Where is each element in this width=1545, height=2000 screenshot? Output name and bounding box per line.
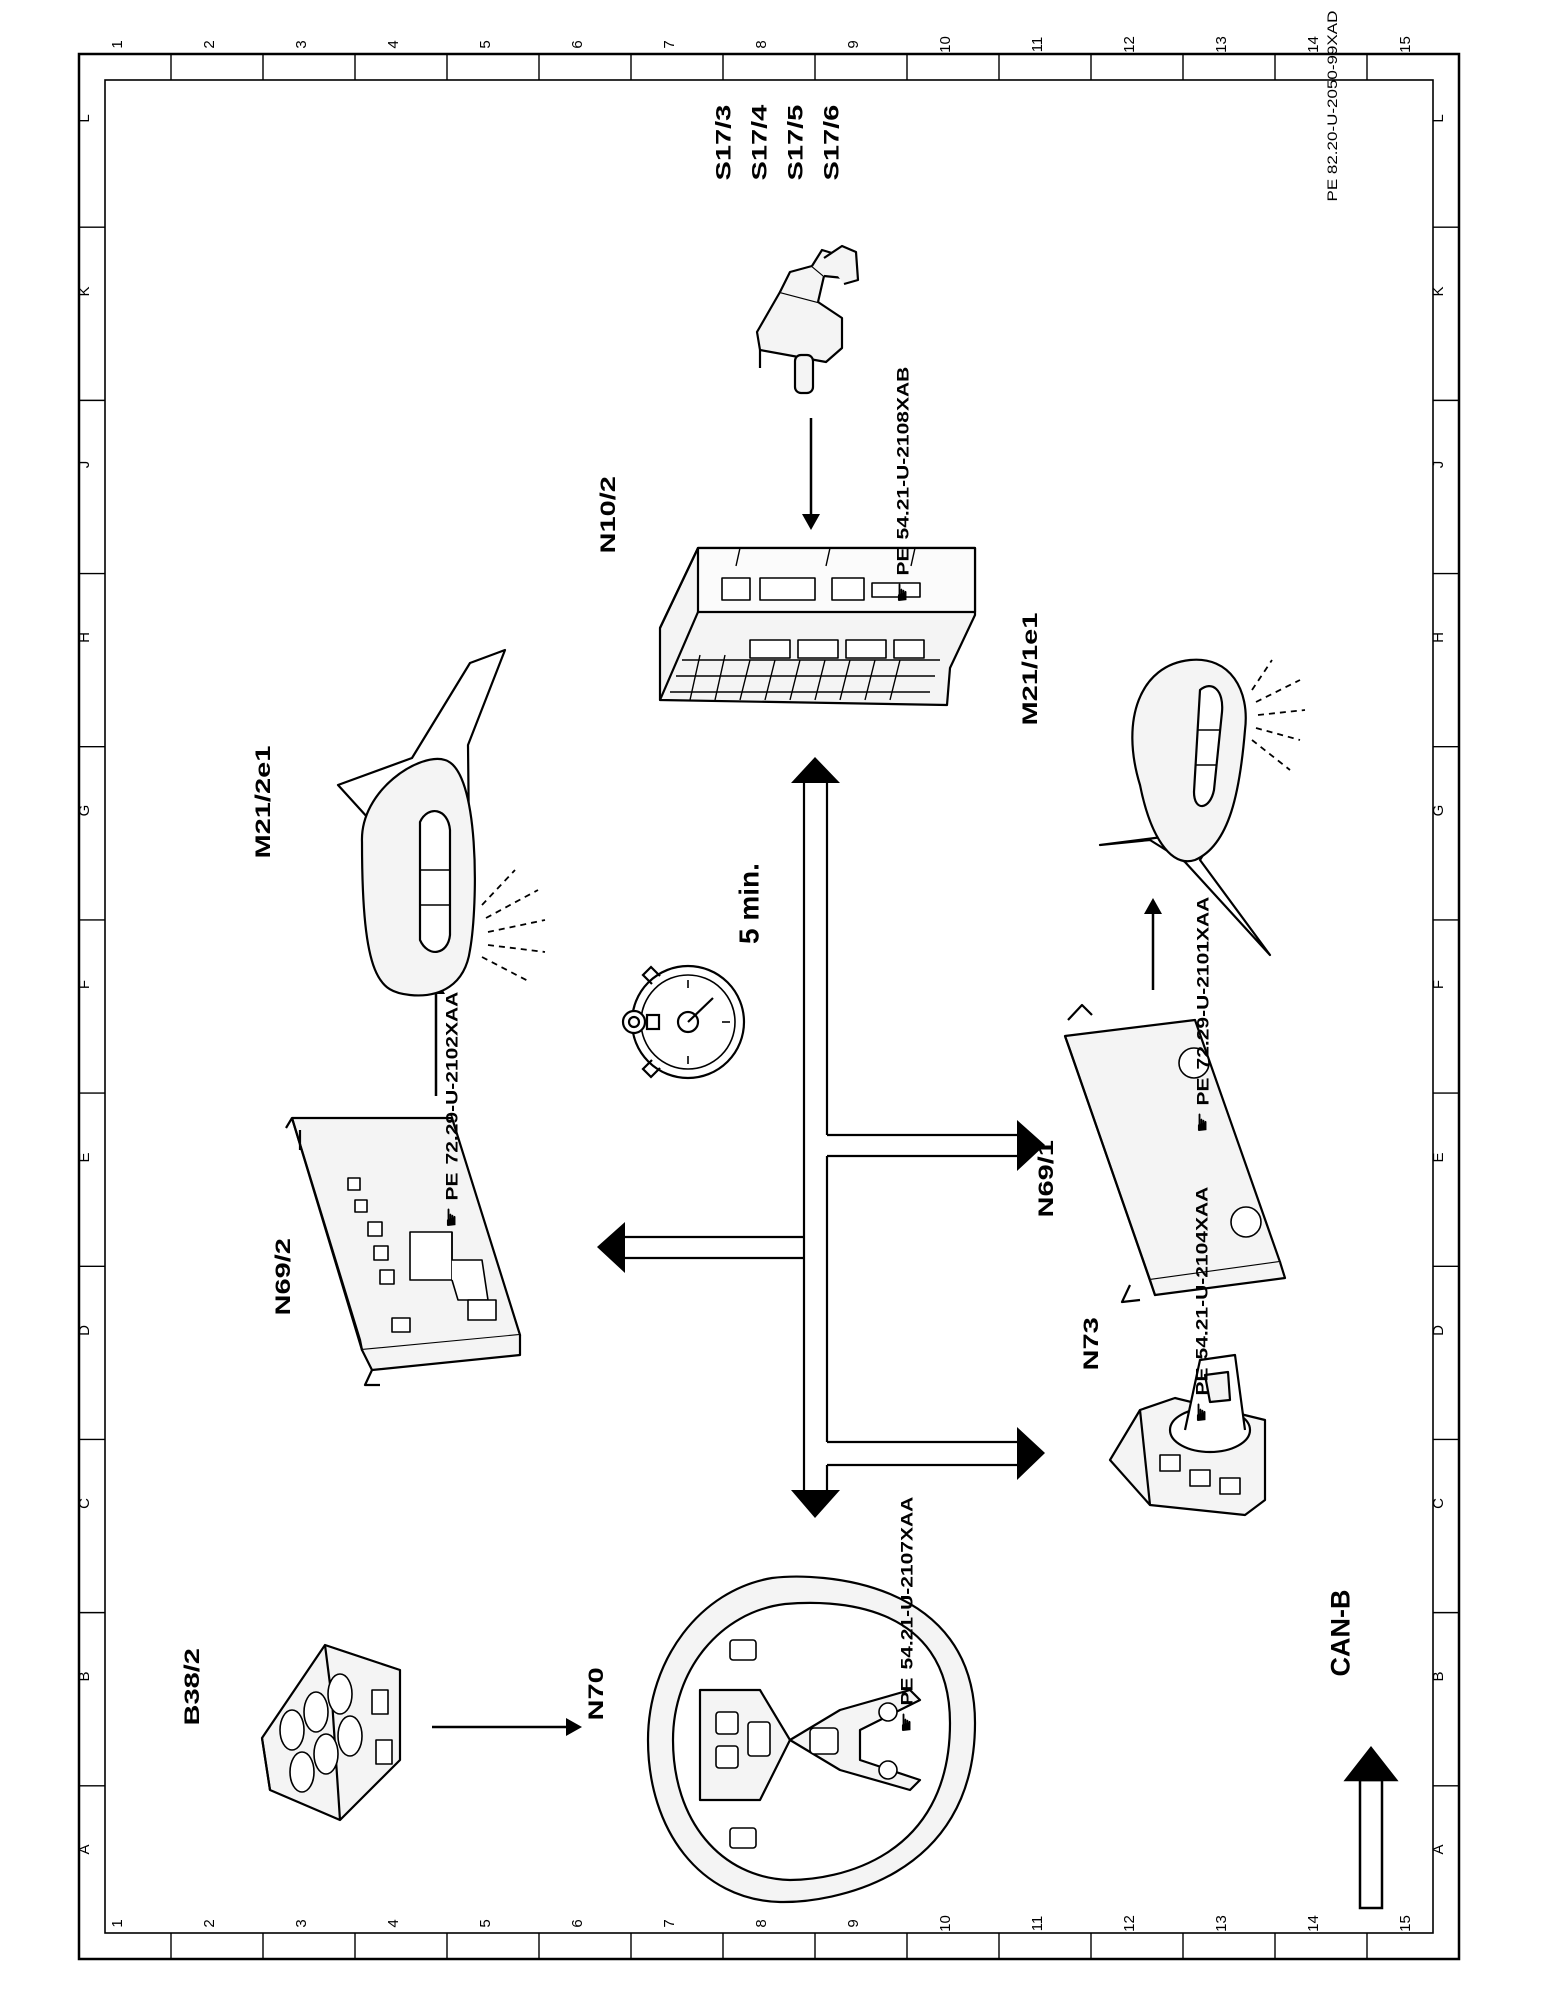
- grid-row-label: 13: [1213, 36, 1230, 53]
- label-n73: N73: [1079, 1317, 1103, 1371]
- grid-row-label: 5: [477, 1919, 494, 1928]
- grid-row-label: 2: [201, 40, 218, 49]
- grid-column-label: B: [1430, 1671, 1447, 1682]
- grid-row-label: 11: [1029, 1915, 1046, 1932]
- arrowhead-down: [791, 1490, 840, 1518]
- can-b-legend-arrow: [1343, 1745, 1399, 1910]
- grid-row-label: 1: [109, 1919, 126, 1928]
- grid-column-label: A: [1430, 1844, 1447, 1855]
- ref-n69-2: ☛PE72.29-U-2102XAA: [441, 991, 463, 1228]
- label-s17-4: S17/4: [748, 104, 772, 181]
- grid-row-label: 12: [1121, 36, 1138, 53]
- grid-column-label: C: [76, 1498, 93, 1509]
- n69-2-door-module: [285, 1116, 522, 1387]
- grid-column-label: F: [1430, 979, 1447, 989]
- grid-column-label: B: [76, 1671, 93, 1682]
- arrowhead-right-n73: [1017, 1427, 1045, 1480]
- label-m21-2e1: M21/2e1: [252, 745, 276, 859]
- n70-overhead-panel: [646, 1575, 977, 1904]
- grid-column-label: D: [1430, 1324, 1447, 1336]
- pointing-hand-icon: ☛: [896, 1711, 918, 1733]
- m21-2e1-mirror: [336, 648, 546, 997]
- grid-column-label: H: [1430, 632, 1447, 644]
- grid-column-label: G: [76, 804, 93, 817]
- ref-n73: ☛PE54.21-U-2104XAA: [1191, 1186, 1213, 1423]
- grid-column-label: E: [1430, 1152, 1447, 1163]
- grid-row-label: 14: [1305, 36, 1322, 53]
- s17-door-switch: [755, 244, 860, 395]
- grid-row-label: 13: [1213, 1915, 1230, 1932]
- grid-row-label: 10: [937, 1915, 954, 1932]
- grid-column-label: F: [76, 979, 93, 989]
- grid-row-label: 3: [293, 1919, 310, 1928]
- n73-ignition-switch: [1108, 1353, 1267, 1517]
- grid-column-label: J: [76, 460, 93, 469]
- b38-2-rain-light-sensor: [260, 1643, 402, 1822]
- grid-row-label: 4: [385, 40, 402, 49]
- grid-row-label: 15: [1397, 1915, 1414, 1932]
- grid-row-label: 6: [569, 40, 586, 49]
- timer-label: 5 min.: [733, 863, 765, 944]
- document-reference: PE 82.20-U-2050-99XAD: [1324, 10, 1341, 202]
- grid-row-label: 8: [753, 1919, 770, 1928]
- pointing-hand-icon: ☛: [1191, 1401, 1213, 1423]
- grid-ticks: [79, 54, 1459, 1959]
- arrowhead-up: [791, 757, 840, 783]
- grid-row-label: 9: [845, 1919, 862, 1928]
- grid-column-label: G: [1430, 804, 1447, 817]
- n69-1-door-module: [1063, 1003, 1287, 1304]
- grid-row-label: 7: [661, 40, 678, 49]
- label-n69-1: N69/1: [1034, 1140, 1058, 1218]
- stopwatch-icon: [621, 964, 746, 1080]
- grid-row-label: 2: [201, 1919, 218, 1928]
- label-s17-5: S17/5: [784, 104, 808, 181]
- grid-row-label: 1: [109, 40, 126, 49]
- grid-row-label: 3: [293, 40, 310, 49]
- ref-n10-2: ☛PE54.21-U-2108XAB: [892, 366, 914, 603]
- grid-row-label: 10: [937, 36, 954, 53]
- grid-row-label: 6: [569, 1919, 586, 1928]
- drawing-frame: [77, 52, 1461, 1961]
- label-m21-1e1: M21/1e1: [1019, 612, 1043, 726]
- grid-row-label: 9: [845, 40, 862, 49]
- grid-row-label: 7: [661, 1919, 678, 1928]
- pointing-hand-icon: ☛: [892, 581, 914, 603]
- grid-row-label: 12: [1121, 1915, 1138, 1932]
- label-n69-2: N69/2: [271, 1238, 295, 1316]
- pointing-hand-icon: ☛: [441, 1206, 463, 1228]
- pointing-hand-icon: ☛: [1192, 1111, 1214, 1133]
- ref-n70: ☛PE54.21-U-2107XAA: [896, 1496, 918, 1733]
- can-bus-arrowheads: [597, 757, 1045, 1518]
- ref-n69-1: ☛PE72.29-U-2101XAA: [1192, 896, 1214, 1133]
- m21-1e1-mirror: [1098, 658, 1306, 957]
- grid-row-label: 8: [753, 40, 770, 49]
- grid-column-label: E: [76, 1152, 93, 1163]
- grid-row-label: 5: [477, 40, 494, 49]
- legend-can-b: CAN-B: [1325, 1589, 1356, 1677]
- grid-column-label: K: [76, 286, 93, 297]
- arrowhead-left: [597, 1222, 625, 1273]
- grid-column-label: H: [76, 632, 93, 644]
- label-b38-2: B38/2: [180, 1648, 204, 1726]
- grid-column-label: D: [76, 1324, 93, 1336]
- grid-column-label: C: [1430, 1498, 1447, 1509]
- grid-column-label: L: [1430, 113, 1447, 123]
- grid-column-label: L: [76, 113, 93, 123]
- grid-row-label: 4: [385, 1919, 402, 1928]
- grid-row-label: 11: [1029, 36, 1046, 53]
- arrowhead-right-n69-1: [1017, 1120, 1045, 1171]
- grid-column-label: J: [1430, 460, 1447, 469]
- n10-2-sam-module: [658, 546, 977, 707]
- can-bus: [625, 783, 1017, 1490]
- label-s17-3: S17/3: [712, 104, 736, 181]
- grid-column-label: A: [76, 1844, 93, 1855]
- grid-row-label: 14: [1305, 1915, 1322, 1932]
- label-s17-6: S17/6: [820, 104, 844, 181]
- grid-column-label: K: [1430, 286, 1447, 297]
- grid-row-label: 15: [1397, 36, 1414, 53]
- label-n70: N70: [584, 1667, 608, 1721]
- label-n10-2: N10/2: [596, 476, 620, 554]
